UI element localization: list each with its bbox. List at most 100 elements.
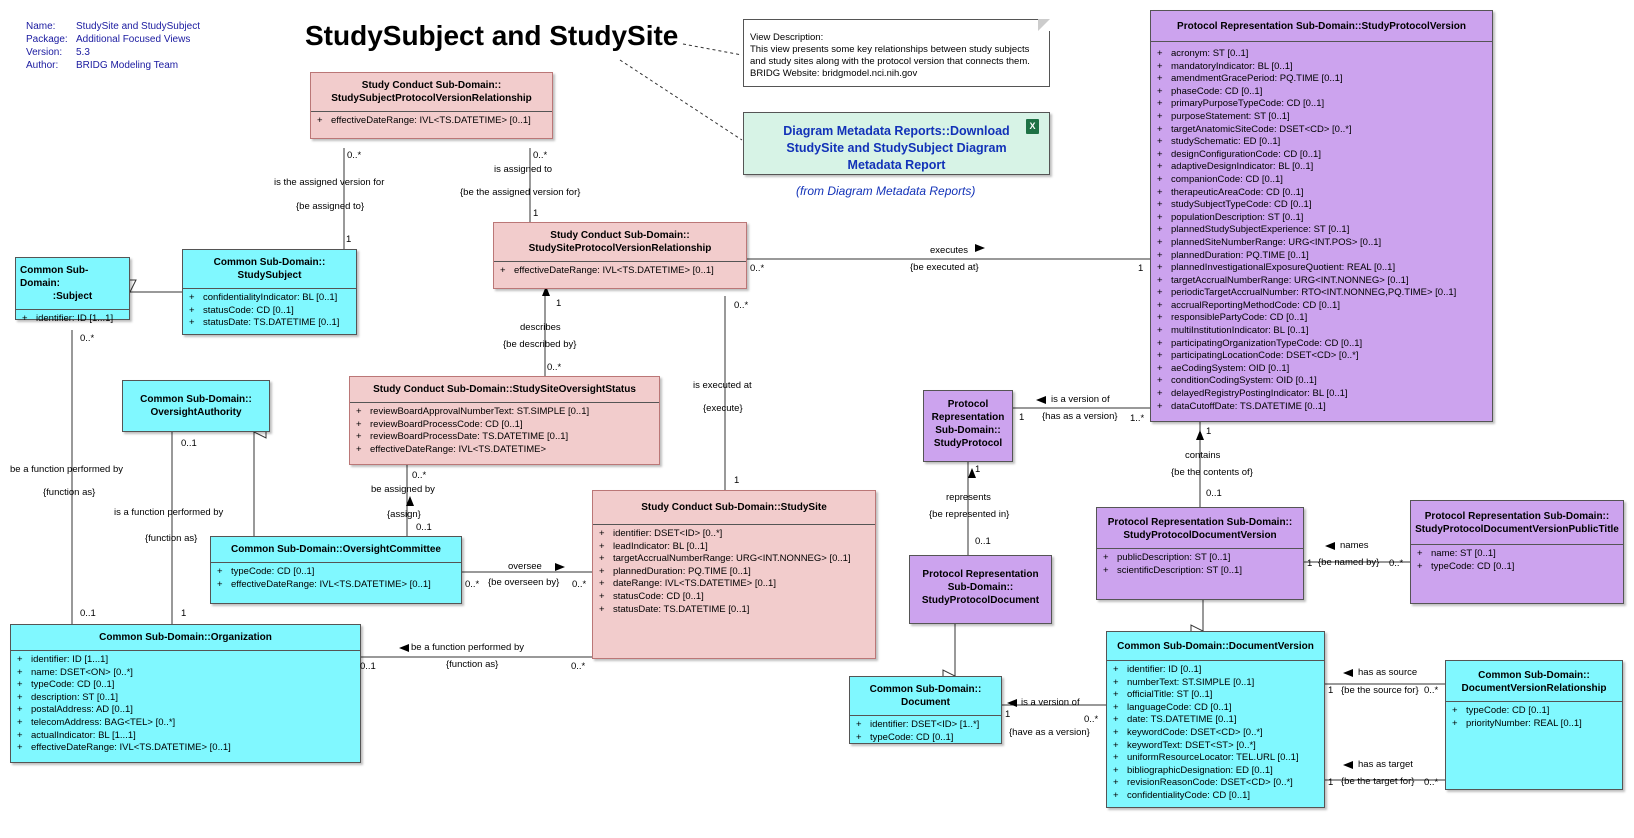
class-study-protocol-version[interactable]: Protocol Representation Sub-Domain::Stud… bbox=[1150, 10, 1493, 422]
class-studysite[interactable]: Study Conduct Sub-Domain::StudySite +ide… bbox=[592, 490, 876, 659]
role-label: {be described by} bbox=[503, 339, 577, 350]
role-label: names bbox=[1340, 540, 1369, 551]
class-attribute: +studySchematic: ED [0..1] bbox=[1157, 136, 1281, 148]
class-studysubject-protocolversion-relationship[interactable]: Study Conduct Sub-Domain::StudySubjectPr… bbox=[310, 72, 553, 139]
role-label: is a function performed by bbox=[114, 507, 224, 518]
class-attribute: +effectiveDateRange: IVL<TS.DATETIME> [0… bbox=[317, 115, 531, 126]
direction-arrow bbox=[399, 644, 409, 652]
class-name-line: Study Conduct Sub-Domain:: bbox=[361, 80, 502, 91]
class-attribute: +scientificDescription: ST [0..1] bbox=[1103, 564, 1242, 576]
class-attribute: +officialTitle: ST [0..1] bbox=[1113, 689, 1213, 701]
class-attribute: +identifier: DSET<ID> [0..*] bbox=[599, 528, 723, 539]
class-attributes: +acronym: ST [0..1]+mandatoryIndicator: … bbox=[1151, 41, 1492, 417]
role-label: executes bbox=[930, 245, 969, 256]
class-studysubject[interactable]: Common Sub-Domain::StudySubject +confide… bbox=[182, 249, 357, 335]
diagram-title: StudySubject and StudySite bbox=[305, 20, 679, 51]
meta-version-value: 5.3 bbox=[76, 47, 90, 58]
class-name-line: Common Sub-Domain:: bbox=[213, 257, 326, 268]
multiplicity: 0..* bbox=[1424, 777, 1439, 788]
meta-name-value: StudySite and StudySubject bbox=[76, 21, 200, 32]
role-label: {be the target for} bbox=[1341, 776, 1415, 787]
role-label: is a version of bbox=[1021, 697, 1080, 708]
role-label: {have as a version} bbox=[1009, 727, 1090, 738]
class-document[interactable]: Common Sub-Domain::Document +identifier:… bbox=[849, 676, 1002, 744]
class-attribute: +plannedStudySubjectExperience: ST [0..1… bbox=[1157, 224, 1350, 236]
class-subject[interactable]: Common Sub-Domain::Subject +identifier: … bbox=[15, 257, 130, 324]
class-attribute: +bibliographicDesignation: ED [0..1] bbox=[1113, 764, 1273, 776]
class-attribute: +typeCode: CD [0..1] bbox=[17, 679, 115, 691]
class-attribute: +publicDescription: ST [0..1] bbox=[1103, 552, 1231, 563]
class-attribute: +priorityNumber: REAL [0..1] bbox=[1452, 717, 1582, 729]
class-attribute: +adaptiveDesignIndicator: BL [0..1] bbox=[1157, 161, 1314, 173]
class-attribute: +uniformResourceLocator: TEL.URL [0..1] bbox=[1113, 752, 1299, 764]
role-label: {be overseen by} bbox=[488, 577, 560, 588]
class-study-protocol-document-version-public-title[interactable]: Protocol Representation Sub-Domain::Stud… bbox=[1410, 500, 1624, 604]
note-fold bbox=[1038, 19, 1050, 31]
class-attribute: +confidentialityIndicator: BL [0..1] bbox=[189, 292, 338, 303]
meta-package-label: Package: bbox=[26, 34, 68, 45]
role-label: {be assigned to} bbox=[296, 201, 365, 212]
multiplicity: 0..* bbox=[533, 150, 548, 161]
class-attribute: +identifier: ID [1...1] bbox=[22, 313, 114, 324]
direction-arrow bbox=[1325, 542, 1335, 550]
class-studysite-oversight-status[interactable]: Study Conduct Sub-Domain::StudySiteOvers… bbox=[349, 376, 660, 465]
multiplicity: 1 bbox=[734, 475, 740, 486]
class-oversight-authority[interactable]: Common Sub-Domain::OversightAuthority bbox=[122, 380, 270, 432]
class-name-line: DocumentVersionRelationship bbox=[1461, 683, 1607, 694]
role-label: contains bbox=[1185, 450, 1221, 461]
note-line: View Description: bbox=[750, 32, 824, 43]
class-attribute: +statusCode: CD [0..1] bbox=[189, 304, 294, 316]
class-attributes: +typeCode: CD [0..1] +priorityNumber: RE… bbox=[1446, 701, 1622, 734]
class-attribute: +plannedDuration: PQ.TIME [0..1] bbox=[599, 565, 751, 577]
class-study-protocol[interactable]: Protocol Representation Sub-Domain:: Stu… bbox=[923, 390, 1013, 462]
class-name-line: StudyProtocolDocumentVersion bbox=[1123, 530, 1277, 541]
class-attribute: +purposeStatement: ST [0..1] bbox=[1157, 110, 1290, 122]
class-oversight-committee[interactable]: Common Sub-Domain::OversightCommittee +t… bbox=[210, 536, 462, 604]
class-organization[interactable]: Common Sub-Domain::Organization +identif… bbox=[10, 624, 361, 763]
direction-arrow bbox=[1196, 430, 1204, 440]
class-attribute: +plannedInvestigationalExposureQuotient:… bbox=[1157, 262, 1396, 274]
role-label: has as target bbox=[1358, 759, 1413, 770]
class-name-line: Sub-Domain:: bbox=[935, 425, 1001, 436]
class-attribute: +amendmentGracePeriod: PQ.TIME [0..1] bbox=[1157, 73, 1343, 85]
class-document-version-relationship[interactable]: Common Sub-Domain::DocumentVersionRelati… bbox=[1445, 660, 1623, 790]
class-header: Common Sub-Domain::Subject bbox=[16, 258, 129, 309]
class-studysite-protocolversion-relationship[interactable]: Study Conduct Sub-Domain::StudySiteProto… bbox=[493, 222, 747, 289]
class-name-line: Sub-Domain:: bbox=[947, 582, 1014, 593]
class-name-line: Common Sub-Domain:: bbox=[869, 684, 982, 695]
class-attribute: +description: ST [0..1] bbox=[17, 691, 118, 703]
class-attributes: +typeCode: CD [0..1] +effectiveDateRange… bbox=[211, 562, 461, 595]
class-name-line: Common Sub-Domain:: bbox=[1478, 670, 1590, 681]
class-attributes: +identifier: ID [0..1]+numberText: ST.SI… bbox=[1107, 660, 1324, 807]
class-attribute: +statusCode: CD [0..1] bbox=[599, 590, 704, 602]
multiplicity: 0..* bbox=[1389, 558, 1404, 569]
metadata-report-link[interactable]: X Diagram Metadata Reports::Download Stu… bbox=[743, 112, 1050, 175]
multiplicity: 0..* bbox=[734, 300, 749, 311]
class-attribute: +confidentialityCode: CD [0..1] bbox=[1113, 789, 1251, 801]
class-attribute: +actualIndicator: BL [1...1] bbox=[17, 729, 136, 741]
class-attribute: +reviewBoardApprovalNumberText: ST.SIMPL… bbox=[356, 406, 590, 417]
direction-arrow bbox=[555, 563, 565, 571]
multiplicity: 1..* bbox=[1130, 413, 1145, 424]
class-attributes: +confidentialityIndicator: BL [0..1] +st… bbox=[183, 288, 356, 334]
multiplicity: 0..1 bbox=[80, 608, 96, 619]
multiplicity: 0..* bbox=[750, 263, 765, 274]
meta-version-label: Version: bbox=[26, 47, 63, 58]
class-attributes: +name: ST [0..1] +typeCode: CD [0..1] bbox=[1411, 544, 1623, 577]
class-name-line: Common Sub-Domain::OversightCommittee bbox=[230, 544, 441, 555]
role-label: {be represented in} bbox=[929, 509, 1010, 520]
role-label: {has as a version} bbox=[1042, 411, 1118, 422]
class-name-line: Study Conduct Sub-Domain::StudySiteOvers… bbox=[373, 384, 636, 395]
class-study-protocol-document[interactable]: Protocol Representation Sub-Domain:: Stu… bbox=[909, 555, 1052, 624]
class-name-line: Common Sub-Domain::DocumentVersion bbox=[1117, 641, 1314, 652]
class-header: Protocol Representation Sub-Domain:: Stu… bbox=[924, 391, 1012, 457]
class-study-protocol-document-version[interactable]: Protocol Representation Sub-Domain::Stud… bbox=[1096, 507, 1304, 600]
role-label: is executed at bbox=[693, 380, 752, 391]
class-attribute: +dateRange: IVL<TS.DATETIME> [0..1] bbox=[599, 578, 776, 590]
class-header: Study Conduct Sub-Domain::StudySiteOvers… bbox=[350, 377, 659, 402]
class-attribute: +effectiveDateRange: IVL<TS.DATETIME> [0… bbox=[500, 265, 714, 276]
class-attribute: +identifier: ID [1...1] bbox=[17, 654, 109, 665]
role-label: {function as} bbox=[145, 533, 198, 544]
class-document-version[interactable]: Common Sub-Domain::DocumentVersion +iden… bbox=[1106, 631, 1325, 808]
